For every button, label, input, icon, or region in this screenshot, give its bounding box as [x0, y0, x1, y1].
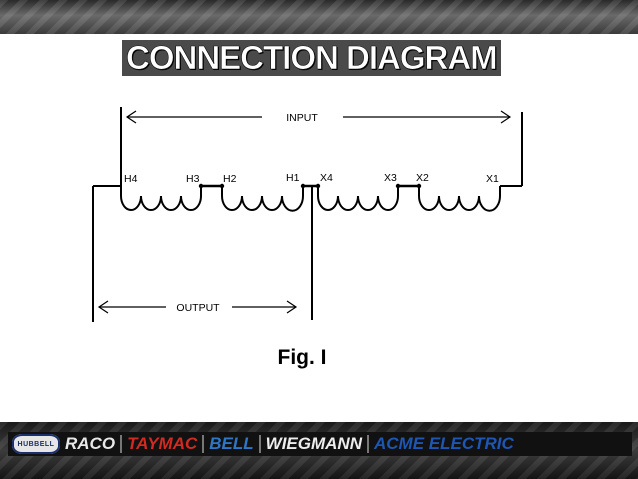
- slide-title: CONNECTION DIAGRAM: [122, 39, 501, 76]
- terminal-label-x1: X1: [486, 173, 499, 185]
- brand-separator: [120, 435, 123, 453]
- terminal-dot-h2: [219, 183, 225, 189]
- brand-taymac: TAYMAC: [127, 434, 198, 453]
- coil-x4-x3: [317, 186, 399, 211]
- hubbell-logo: HUBBELL: [12, 434, 60, 454]
- terminal-label-x4: X4: [320, 172, 333, 184]
- output-label: OUTPUT: [176, 302, 220, 314]
- output-arrowhead-left: [97, 300, 109, 314]
- terminal-dot-x3: [395, 183, 401, 189]
- terminal-dot-x4: [315, 183, 321, 189]
- terminal-label-x3: X3: [384, 172, 397, 184]
- terminal-label-h2: H2: [223, 173, 237, 185]
- brand-acme-electric: ACME ELECTRIC: [373, 434, 514, 453]
- terminal-label-h3: H3: [186, 173, 200, 185]
- terminal-dot-h1: [300, 183, 306, 189]
- coil-h4-h3: [120, 186, 202, 211]
- terminal-dot-x2: [416, 183, 422, 189]
- brand-bar: HUBBELL RACO TAYMAC BELL WIEGMANN ACME E…: [8, 432, 632, 456]
- terminal-label-h4: H4: [124, 173, 138, 185]
- brand-separator: [258, 435, 261, 453]
- input-arrowhead-right: [500, 110, 512, 124]
- top-decorative-band: [0, 0, 638, 34]
- output-arrowhead-right: [286, 300, 298, 314]
- coil-x2-x1: [418, 186, 501, 212]
- terminal-dot-h3: [198, 183, 204, 189]
- brand-raco: RACO: [65, 434, 116, 453]
- brand-separator: [366, 435, 369, 453]
- input-arrowhead-left: [125, 110, 137, 124]
- brand-wiegmann: WIEGMANN: [265, 434, 362, 453]
- terminal-label-h1: H1: [286, 172, 300, 184]
- input-label: INPUT: [286, 112, 318, 124]
- coil-h2-h1: [221, 186, 304, 212]
- terminal-label-x2: X2: [416, 172, 429, 184]
- brand-separator: [202, 435, 205, 453]
- brand-bell: BELL: [209, 434, 254, 453]
- figure-caption: Fig. I: [278, 346, 327, 369]
